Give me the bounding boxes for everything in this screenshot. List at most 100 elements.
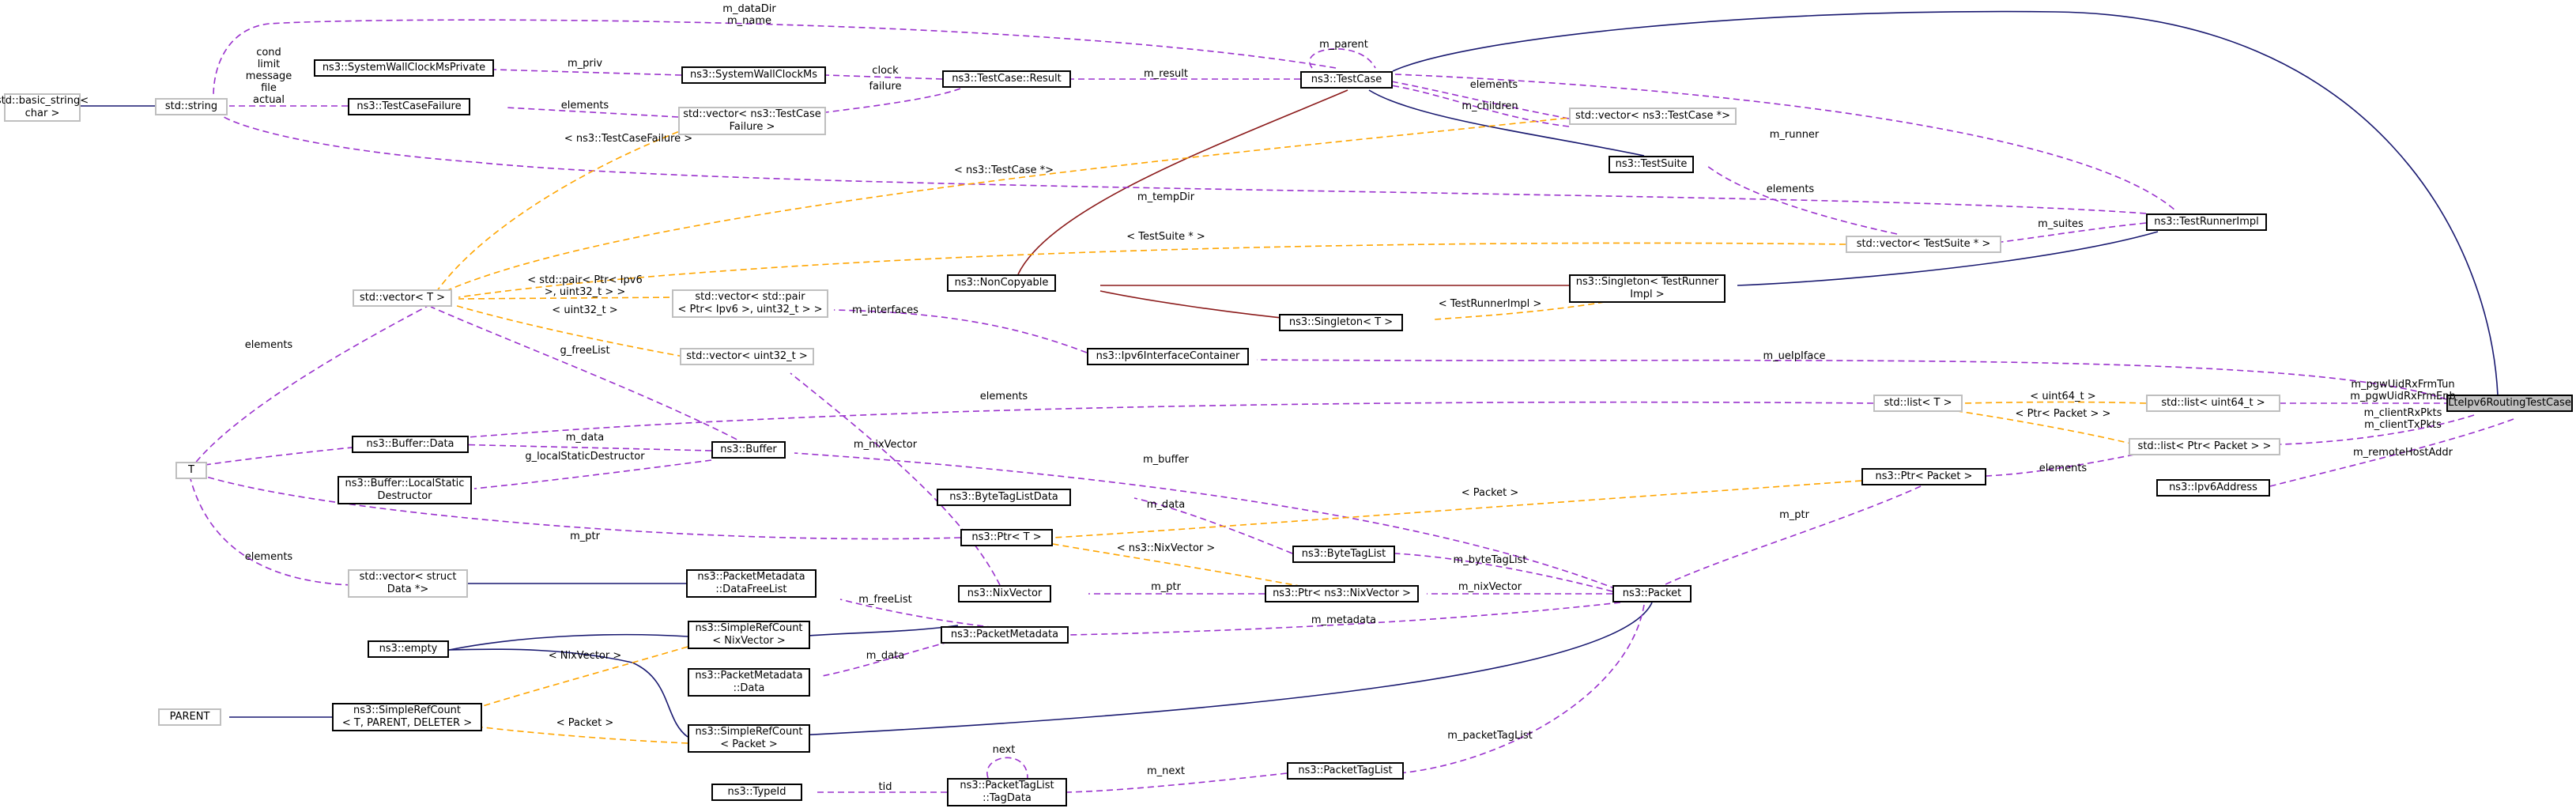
node-tc-failure[interactable]: ns3::TestCaseFailure [348, 98, 470, 115]
node-ptr-nix[interactable]: ns3::Ptr< ns3::NixVector > [1265, 585, 1419, 602]
label-ptr-m1: m_ptr [1779, 509, 1809, 521]
node-vec-t[interactable]: std::vector< T > [353, 289, 452, 307]
edge-ptrnix-ptr-t [1052, 543, 1313, 589]
node-buffer-lsd[interactable]: ns3::Buffer::LocalStatic Destructor [338, 476, 472, 504]
node-list-t[interactable]: std::list< T > [1873, 395, 1963, 412]
edge-ptr-t-T [193, 472, 961, 540]
label-data-btl: m_data [1146, 499, 1186, 511]
node-pm-data[interactable]: ns3::PacketMetadata ::Data [688, 668, 810, 697]
node-ipv6-address[interactable]: ns3::Ipv6Address [2156, 479, 2270, 497]
node-parent[interactable]: PARENT [158, 708, 221, 726]
node-singleton-runner[interactable]: ns3::Singleton< TestRunner Impl > [1569, 274, 1726, 303]
edge-packet-packettaglist [1398, 604, 1645, 774]
edge-bytetaglist-data [1133, 497, 1293, 554]
edge-vec-pair-container [833, 309, 1088, 353]
label-elements-tc: elements [1469, 79, 1518, 91]
edge-singleton-runner-singleton-t [1434, 301, 1605, 320]
label-tc-ptr-inst: < ns3::TestCase *> [953, 164, 1054, 176]
node-T[interactable]: T [175, 462, 207, 479]
label-freelist-g: g_freeList [560, 345, 610, 357]
label-failure: failure [869, 81, 902, 93]
label-metadata: m_metadata [1311, 614, 1377, 626]
node-bytetaglist[interactable]: ns3::ByteTagList [1292, 546, 1395, 563]
label-elements-list: elements [979, 391, 1028, 402]
node-vec-pair[interactable]: std::vector< std::pair < Ptr< Ipv6 >, ui… [672, 289, 828, 318]
node-vec-failure[interactable]: std::vector< ns3::TestCase Failure > [678, 107, 826, 135]
edge-src-packet-src-generic [470, 725, 688, 744]
node-vec-testcase[interactable]: std::vector< ns3::TestCase *> [1569, 108, 1737, 125]
edge-packet-buffer [794, 452, 1617, 590]
node-ptr-t[interactable]: ns3::Ptr< T > [960, 529, 1053, 546]
node-clock-priv[interactable]: ns3::SystemWallClockMsPrivate [314, 59, 494, 77]
edge-packettaglist-tagdata [1066, 772, 1288, 793]
edge-ptr-packet-packet [1663, 485, 1922, 586]
label-ptr-m3: m_ptr [1151, 581, 1181, 593]
node-noncopyable[interactable]: ns3::NonCopyable [947, 274, 1056, 292]
node-src-packet[interactable]: ns3::SimpleRefCount < Packet > [688, 724, 810, 753]
label-nixvector: m_nixVector [853, 439, 918, 451]
label-runner: m_runner [1769, 129, 1820, 141]
node-buffer[interactable]: ns3::Buffer [711, 441, 786, 459]
node-buffer-data[interactable]: ns3::Buffer::Data [352, 436, 469, 453]
node-src-nix[interactable]: ns3::SimpleRefCount < NixVector > [688, 621, 810, 649]
label-packettaglist: m_packetTagList [1447, 730, 1533, 742]
label-next-m: m_next [1147, 765, 1185, 777]
label-children: m_children [1461, 100, 1518, 112]
label-nixvector2: m_nixVector [1458, 581, 1522, 593]
edge-packet-src-packet [798, 602, 1653, 736]
node-ipv6-container[interactable]: ns3::Ipv6InterfaceContainer [1087, 348, 1249, 365]
node-list-uint64[interactable]: std::list< uint64_t > [2146, 395, 2280, 412]
node-clock-ms[interactable]: ns3::SystemWallClockMs [681, 66, 826, 84]
edge-buffer-vec-t [430, 306, 756, 450]
node-vec-uint32[interactable]: std::vector< uint32_t > [680, 348, 814, 365]
label-elements-failure: elements [560, 100, 609, 111]
label-suites: m_suites [2038, 218, 2084, 230]
node-testcase[interactable]: ns3::TestCase [1300, 71, 1393, 89]
label-elements-struct: elements [244, 551, 293, 563]
node-pm-dfl[interactable]: ns3::PacketMetadata ::DataFreeList [686, 569, 817, 598]
label-freelist-m: m_freeList [858, 594, 912, 606]
label-bytetaglist: m_byteTagList [1453, 554, 1527, 566]
label-nixvector-inst: < NixVector > [548, 650, 622, 662]
label-uint32-inst: < uint32_t > [552, 304, 618, 316]
node-vec-struct-data[interactable]: std::vector< struct Data *> [348, 569, 468, 598]
edge-vec-failure-vec-t [434, 127, 688, 295]
node-nixvector[interactable]: ns3::NixVector [958, 585, 1051, 602]
edge-testcase-self [1309, 47, 1376, 69]
node-result[interactable]: ns3::TestCase::Result [942, 70, 1071, 88]
label-runnerimpl-inst: < TestRunnerImpl > [1438, 298, 1542, 310]
node-ptl-tagdata[interactable]: ns3::PacketTagList ::TagData [947, 778, 1067, 806]
node-empty[interactable]: ns3::empty [368, 640, 449, 658]
edge-buffer-buffer-data [450, 444, 712, 451]
edge-vec-tc-vec-t [438, 116, 1578, 295]
label-suite-ptr-inst: < TestSuite * > [1126, 231, 1205, 243]
node-singleton-t[interactable]: ns3::Singleton< T > [1279, 314, 1403, 331]
label-buffer: m_buffer [1143, 454, 1189, 466]
node-list-ptr-packet[interactable]: std::list< Ptr< Packet > > [2129, 438, 2280, 455]
label-cond: cond limit message file actual [245, 47, 292, 106]
node-ptr-packet[interactable]: ns3::Ptr< Packet > [1861, 468, 1986, 485]
node-basic-string[interactable]: std::basic_string< char > [0, 93, 89, 122]
node-packet[interactable]: ns3::Packet [1612, 585, 1692, 602]
node-packettaglist[interactable]: ns3::PacketTagList [1287, 762, 1404, 780]
node-src-generic[interactable]: ns3::SimpleRefCount < T, PARENT, DELETER… [332, 703, 482, 731]
node-testsuite[interactable]: ns3::TestSuite [1609, 156, 1694, 173]
node-runner-impl[interactable]: ns3::TestRunnerImpl [2146, 213, 2267, 231]
edge-tagdata-self [986, 757, 1028, 779]
node-typeid[interactable]: ns3::TypeId [711, 784, 802, 801]
node-packetmetadata[interactable]: ns3::PacketMetadata [941, 626, 1069, 644]
label-ptr-packet-inst: < Ptr< Packet > > [2015, 408, 2111, 420]
edge-runnerimpl-vec-suite [2001, 222, 2147, 243]
edge-focus-ipv6addr [2269, 418, 2514, 487]
edge-vec-tc-testcase [1390, 85, 1570, 127]
label-packet-inst: < Packet > [1461, 487, 1519, 499]
edge-focus-testcase [1392, 10, 2499, 396]
node-vec-suite[interactable]: std::vector< TestSuite * > [1846, 236, 2001, 253]
label-elements-vec: elements [244, 339, 293, 351]
node-string[interactable]: std::string [155, 98, 228, 115]
edge-pm-data [821, 641, 949, 677]
node-focus[interactable]: LteIpv6RoutingTestCase [2446, 395, 2573, 412]
edge-list-uint64-list-t [1962, 401, 2147, 404]
node-bytetaglistdata[interactable]: ns3::ByteTagListData [937, 489, 1071, 506]
label-ptr-m2: m_ptr [570, 531, 600, 542]
